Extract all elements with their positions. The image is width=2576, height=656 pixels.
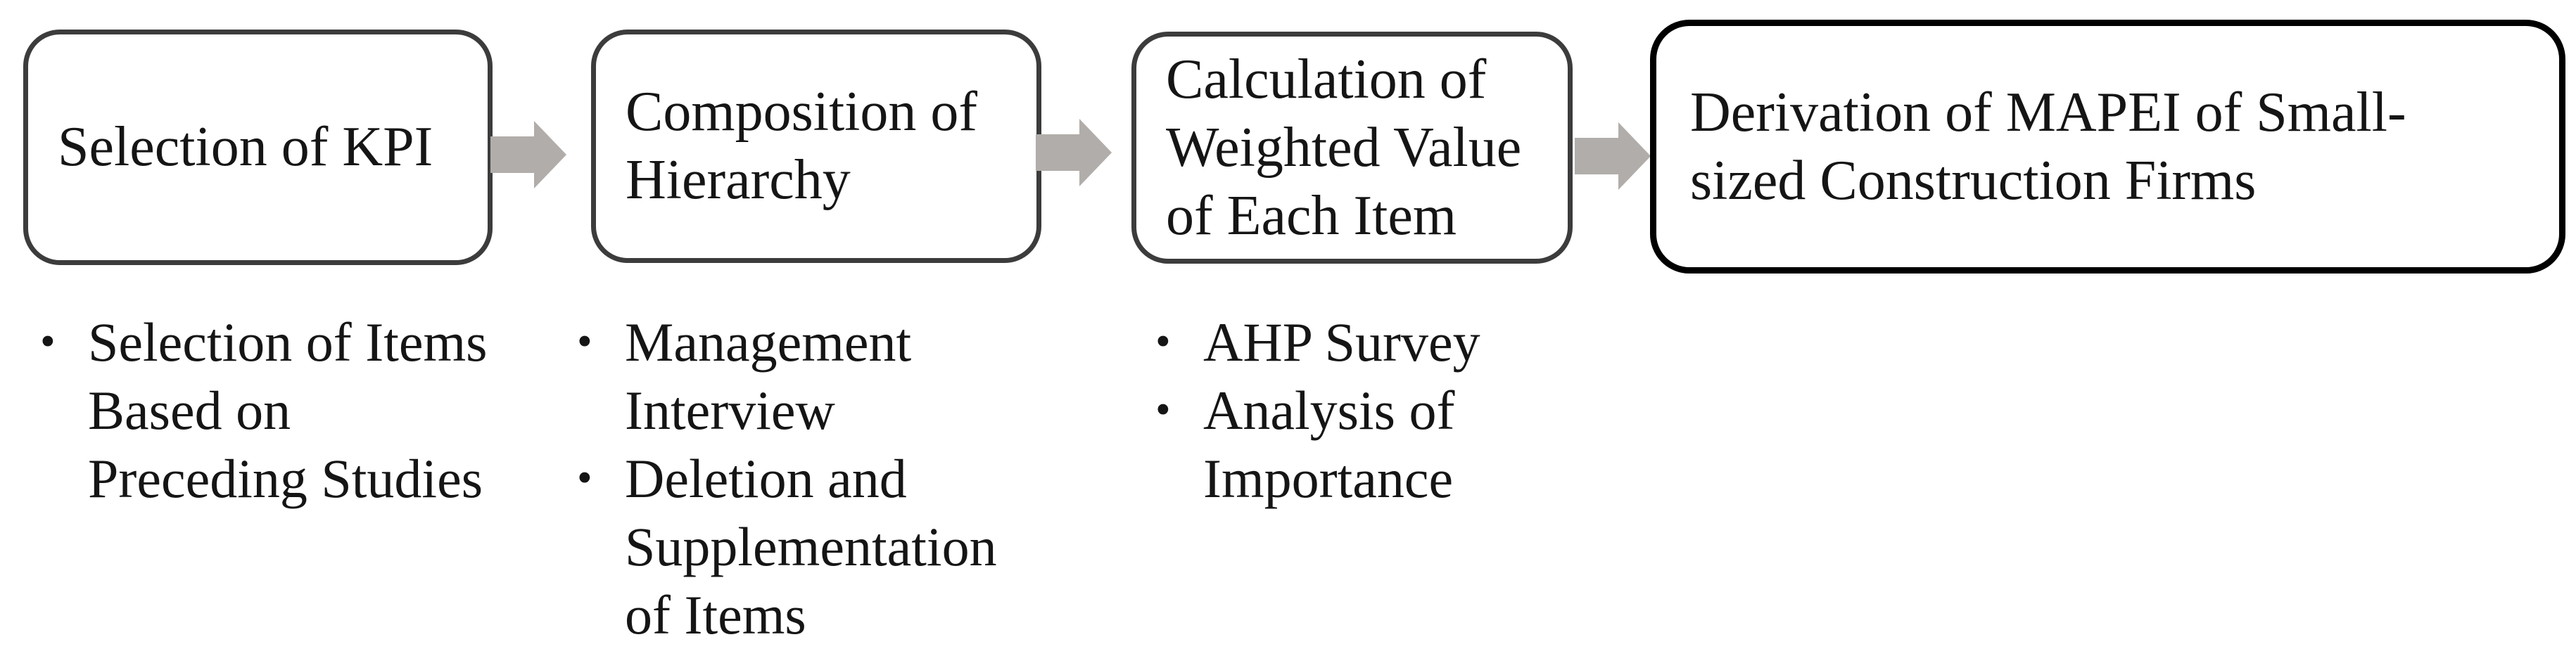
box-title-line: Hierarchy (626, 149, 851, 211)
arrow-body (490, 136, 534, 173)
bullet-text: Deletion and Supplementation of Items (625, 448, 997, 645)
arrow-body (1575, 138, 1618, 174)
step-box-selection-of-kpi: Selection of KPI (23, 30, 493, 265)
list-item: • AHP Survey (1147, 308, 1668, 376)
box-title-line: Selection of KPI (58, 116, 433, 178)
list-item: • Analysis of Importance (1147, 376, 1668, 513)
step-box-composition-of-hierarchy: Composition of Hierarchy (591, 30, 1041, 263)
arrow-right-icon (490, 121, 566, 188)
box-title-line: of Each Item (1166, 184, 1457, 247)
bullet-icon: • (40, 318, 56, 366)
box-title-line: Derivation of MAPEI of Small- (1690, 81, 2406, 143)
step-box-calculation-of-weighted-value: Calculation of Weighted Value of Each It… (1131, 32, 1573, 264)
bullet-text: Selection of Items Based on Preceding St… (88, 311, 488, 509)
bullet-icon: • (1155, 386, 1171, 434)
bullet-icon: • (577, 318, 592, 366)
arrow-body (1036, 134, 1079, 171)
box-title-line: Calculation of (1166, 48, 1487, 110)
bullet-list-step-2: • Management Interview • Deletion and Su… (569, 308, 1124, 649)
box-title-line: sized Construction Firms (1690, 149, 2257, 212)
list-item: • Deletion and Supplementation of Items (569, 444, 1124, 649)
arrow-right-icon (1575, 122, 1651, 190)
bullet-list-step-3: • AHP Survey • Analysis of Importance (1147, 308, 1668, 513)
arrow-head (1618, 122, 1651, 190)
box-title-line: Weighted Value (1166, 116, 1522, 179)
list-item: • Management Interview (569, 308, 1124, 444)
bullet-text: AHP Survey (1203, 311, 1480, 373)
list-item: • Selection of Items Based on Preceding … (32, 308, 573, 513)
arrow-right-icon (1036, 119, 1112, 186)
step-box-derivation-of-mapei: Derivation of MAPEI of Small- sized Cons… (1650, 20, 2565, 274)
bullet-text: Analysis of Importance (1203, 380, 1455, 509)
bullet-text: Management Interview (625, 311, 912, 441)
bullet-list-step-1: • Selection of Items Based on Preceding … (32, 308, 573, 513)
box-title-line: Composition of (626, 81, 978, 143)
arrow-head (1079, 119, 1112, 186)
arrow-head (534, 121, 566, 188)
bullet-icon: • (1155, 318, 1171, 366)
bullet-icon: • (577, 454, 592, 502)
